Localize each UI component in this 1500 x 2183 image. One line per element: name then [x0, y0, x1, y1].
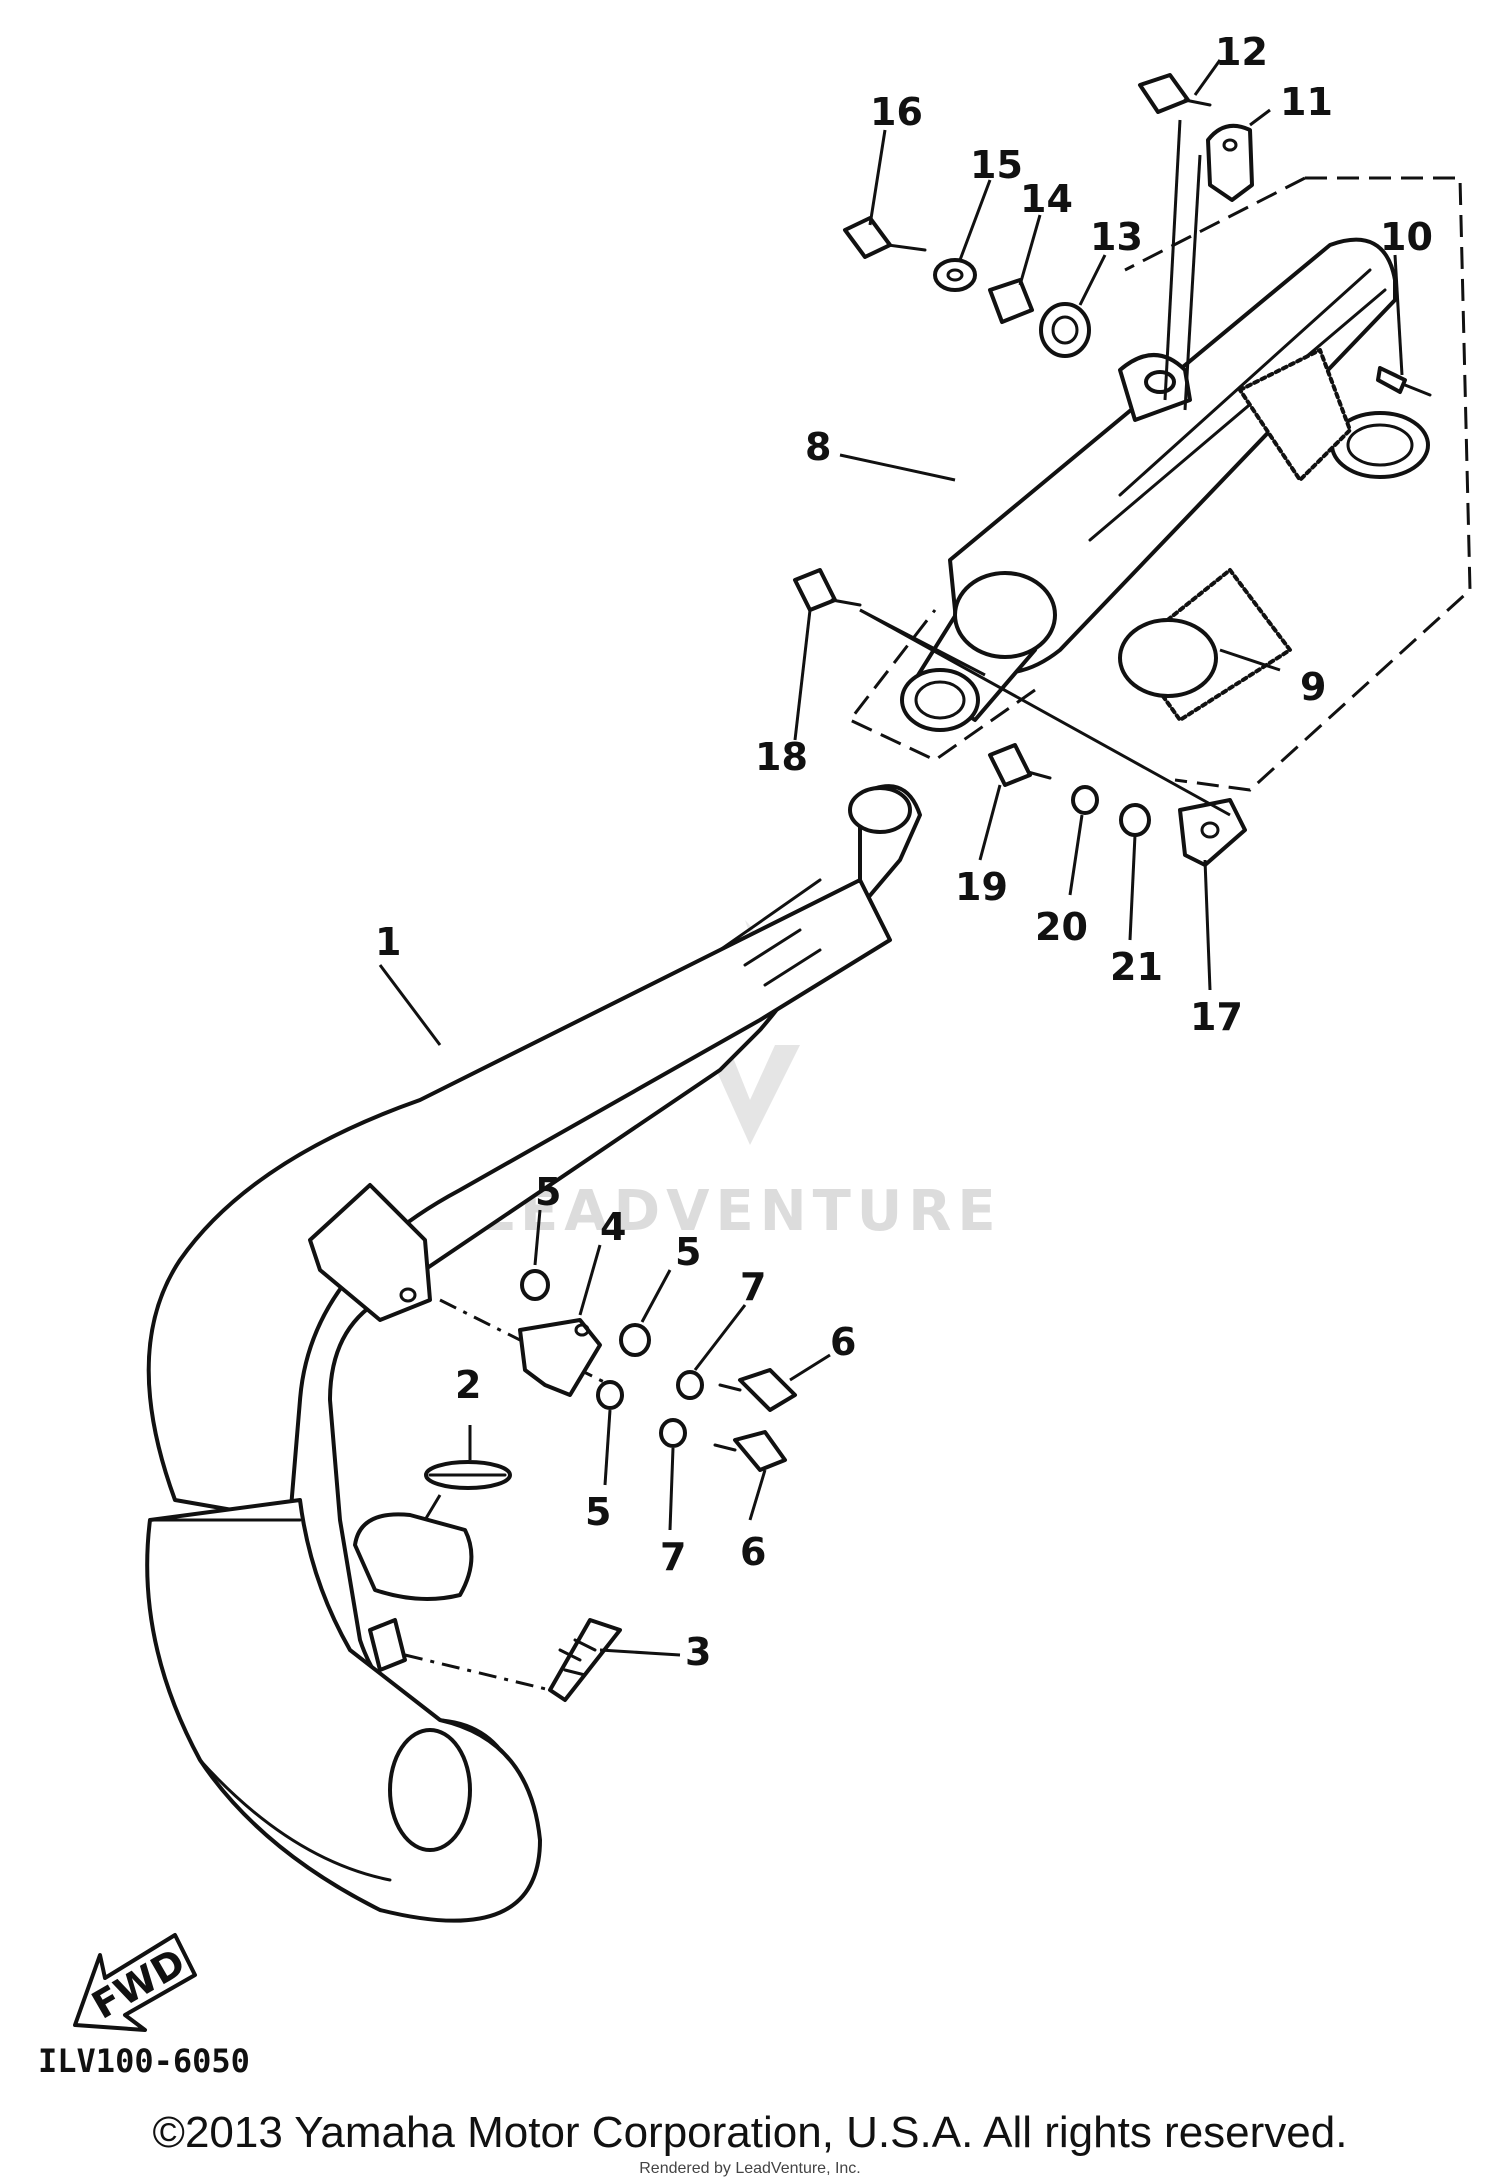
callout-16: 16 — [870, 90, 923, 134]
drawing-code: ILV100-6050 — [38, 2042, 250, 2080]
leadventure-watermark: LEADVENTURE — [478, 920, 1001, 1244]
callout-7a: 7 — [740, 1265, 766, 1309]
clamp-hardware — [793, 568, 1247, 867]
bracket-hardware — [439, 1269, 797, 1472]
callout-5c: 5 — [585, 1490, 611, 1534]
washer-15 — [933, 258, 977, 292]
callout-11: 11 — [1280, 80, 1333, 124]
bolt-6a — [738, 1368, 797, 1412]
copyright-notice: ©2013 Yamaha Motor Corporation, U.S.A. A… — [152, 2108, 1348, 2157]
leader-lines — [378, 59, 1404, 1657]
callout-20: 20 — [1035, 905, 1088, 949]
washer-5b — [619, 1323, 651, 1357]
washer-21 — [1119, 803, 1151, 837]
callout-12: 12 — [1215, 30, 1268, 74]
callout-15: 15 — [970, 143, 1023, 187]
callout-1: 1 — [375, 920, 401, 964]
washer-20 — [1071, 785, 1099, 815]
collar-14 — [988, 278, 1034, 324]
grommet-13 — [1039, 302, 1091, 358]
fwd-label: FWD — [84, 1940, 192, 2028]
pipe-outlet — [848, 786, 912, 834]
callout-labels: 1 2 3 4 5 5 5 6 6 7 7 8 9 10 11 12 13 14… — [375, 30, 1433, 1674]
rendered-by-note: Rendered by LeadVenture, Inc. — [639, 2160, 861, 2177]
callout-19: 19 — [955, 865, 1008, 909]
spring-3 — [404, 1618, 622, 1702]
callout-10: 10 — [1380, 215, 1433, 259]
pipe-inlet — [388, 1728, 472, 1852]
bracket-11 — [1206, 123, 1254, 202]
callout-7b: 7 — [660, 1535, 686, 1579]
callout-13: 13 — [1090, 215, 1143, 259]
exhaust-pipe-group — [145, 784, 922, 1923]
bolt-6b — [733, 1430, 787, 1472]
callout-17: 17 — [1190, 995, 1243, 1039]
bolt-16 — [843, 216, 892, 259]
washer-7a — [676, 1370, 704, 1400]
silencer-packing — [1238, 348, 1352, 482]
washer-5c — [596, 1380, 624, 1410]
callout-3: 3 — [685, 1630, 711, 1674]
muffler-assembly-group — [847, 176, 1472, 792]
callout-5a: 5 — [535, 1170, 561, 1214]
washer-7b — [659, 1418, 687, 1448]
clamp-17 — [1178, 798, 1247, 867]
gasket-parts — [353, 1460, 512, 1601]
callout-4: 4 — [600, 1205, 626, 1249]
callout-18: 18 — [755, 735, 808, 779]
callout-21: 21 — [1110, 945, 1163, 989]
pipe-mount-boss — [308, 1183, 432, 1322]
mount-hardware — [843, 73, 1254, 411]
fwd-arrow-icon: FWD — [73, 1933, 197, 2032]
callout-8: 8 — [805, 425, 831, 469]
bolt-10 — [1376, 366, 1407, 394]
bracket-4 — [518, 1318, 602, 1397]
spring-hook — [368, 1618, 407, 1672]
callout-14: 14 — [1020, 177, 1073, 221]
washer-5a — [520, 1269, 550, 1301]
callout-5b: 5 — [675, 1230, 701, 1274]
bolt-18 — [793, 568, 837, 612]
gasket-seal — [353, 1512, 474, 1601]
bolt-19 — [988, 743, 1032, 787]
callout-2: 2 — [455, 1363, 481, 1407]
callout-6b: 6 — [740, 1530, 766, 1574]
svg-text:LEADVENTURE: LEADVENTURE — [478, 1179, 1001, 1244]
bolt-12 — [1138, 73, 1190, 114]
callout-9: 9 — [1300, 665, 1326, 709]
callout-6a: 6 — [830, 1320, 856, 1364]
